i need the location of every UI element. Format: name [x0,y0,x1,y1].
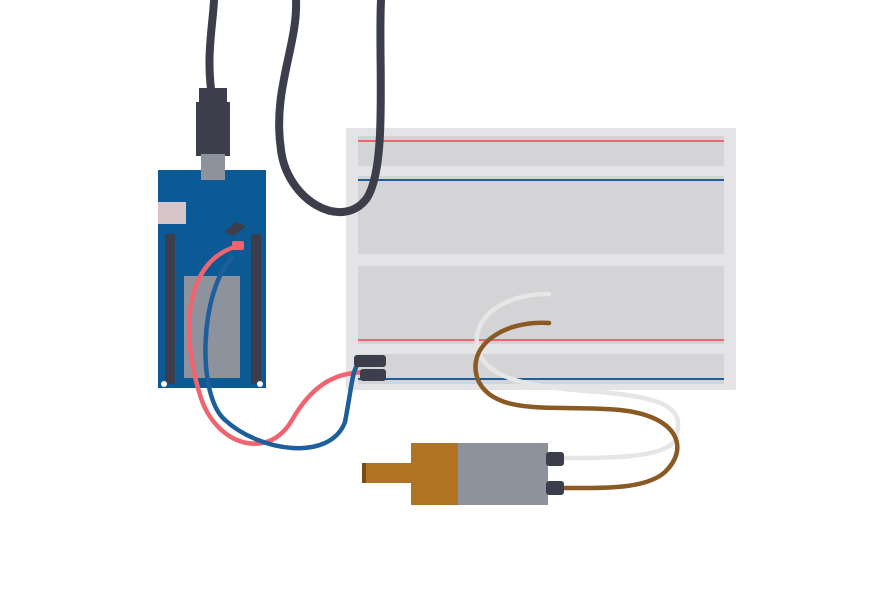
breadboard [346,128,736,390]
motor-terminal-top [546,452,564,466]
usb-cable [196,0,385,217]
white-wire [474,291,681,461]
arduino-board [158,170,266,388]
motor-cap [411,443,461,505]
dc-motor [362,443,564,505]
motor-terminal-bottom [546,481,564,495]
red-wire-end [232,241,244,250]
board-pin-marker [224,222,246,236]
motor-body [458,443,548,505]
motor-shaft [362,463,414,483]
blue-wire [203,255,361,451]
red-wire [186,243,371,446]
wire-connector [354,355,386,381]
brown-wire [473,320,680,491]
